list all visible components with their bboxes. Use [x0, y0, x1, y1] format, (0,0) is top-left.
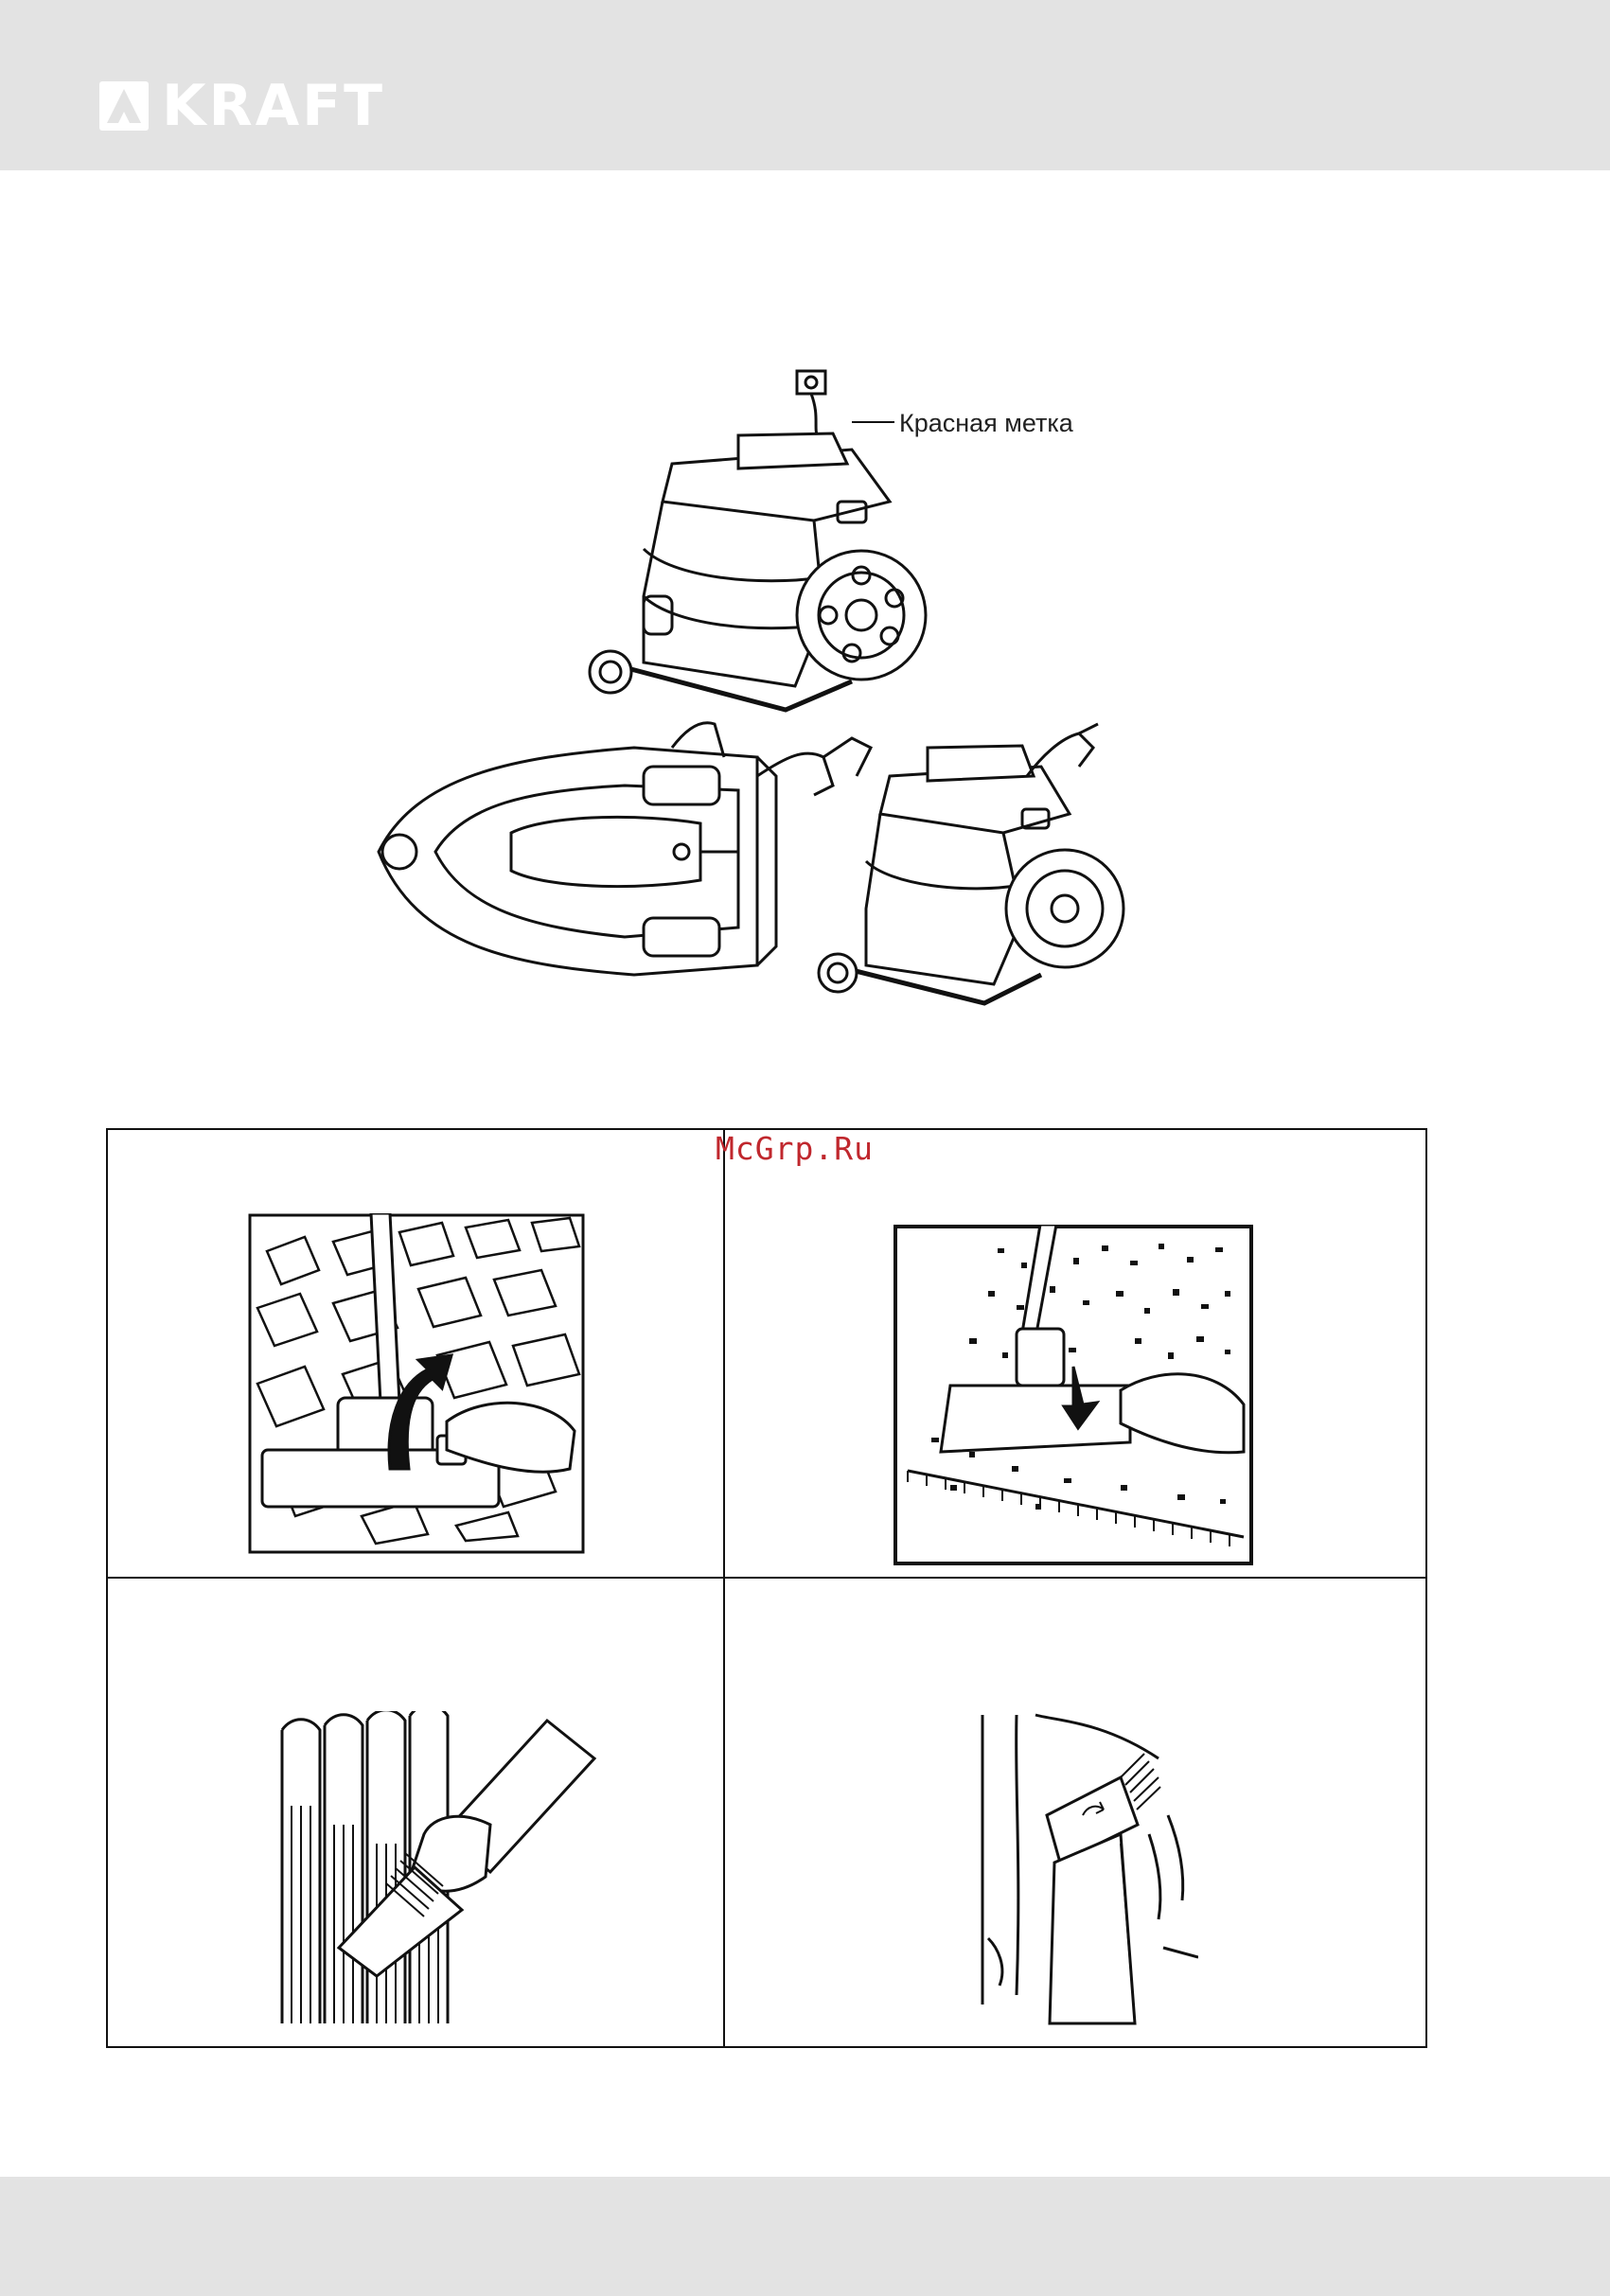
brand-logo: KRAFT	[99, 81, 385, 131]
vacuum-top-view	[590, 433, 926, 710]
nozzle-hard-floor-icon	[248, 1213, 585, 1554]
watermark: McGrp.Ru	[716, 1130, 874, 1167]
red-mark-callout: Красная метка	[899, 409, 1073, 438]
vacuum-side-view	[819, 724, 1123, 1003]
crevice-curtain-icon	[979, 1711, 1198, 2029]
kraft-triangle-logo-icon	[99, 81, 149, 131]
brand-name: KRAFT	[162, 81, 385, 131]
nozzle-carpet-icon	[893, 1225, 1253, 1565]
brush-radiator-icon	[273, 1711, 625, 2023]
grid-divider-horizontal	[106, 1577, 1427, 1579]
header-band: KRAFT	[0, 0, 1610, 170]
grid-divider-vertical	[723, 1128, 725, 2048]
footer-band	[0, 2177, 1610, 2296]
vacuum-underside-view	[379, 723, 871, 975]
vacuum-cleaner-illustration	[360, 360, 1212, 1041]
